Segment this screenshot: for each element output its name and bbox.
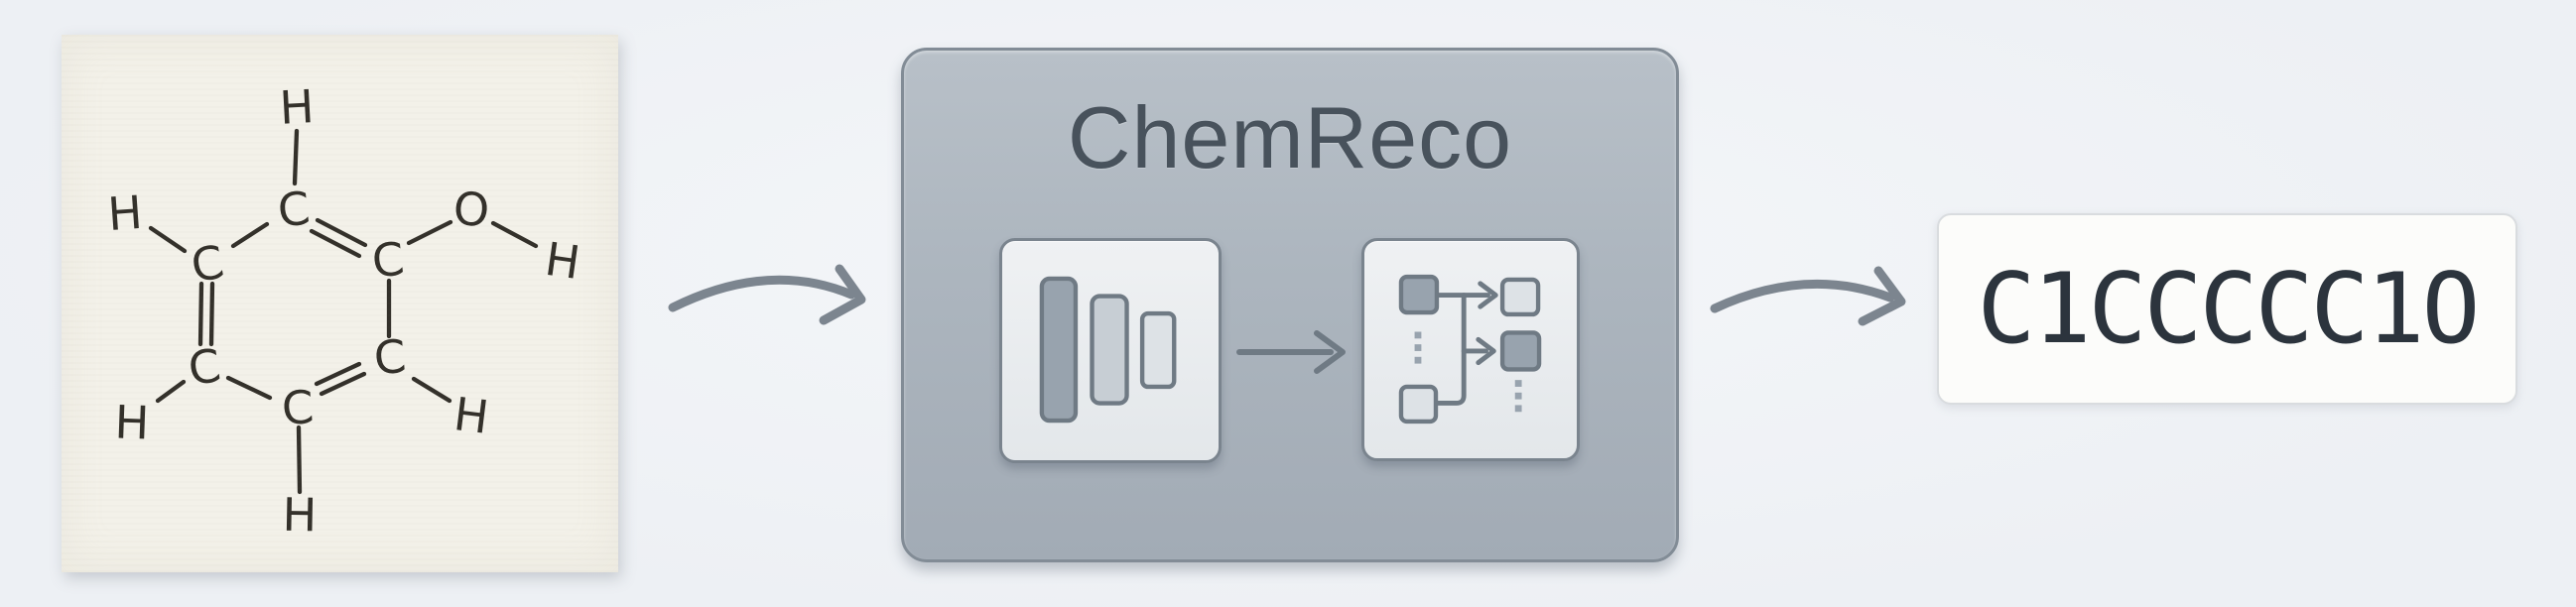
bond-line bbox=[208, 281, 215, 347]
bond-line bbox=[490, 220, 539, 249]
model-title: ChemReco bbox=[1067, 88, 1513, 186]
flow-arrow-input-to-model-icon bbox=[668, 264, 866, 325]
decoder-box bbox=[1361, 238, 1580, 461]
atom-label: H bbox=[282, 488, 318, 543]
atom-label: H bbox=[451, 387, 492, 444]
feature-bars-icon bbox=[1039, 276, 1177, 424]
bond-line bbox=[225, 375, 273, 401]
atom-label: O bbox=[451, 182, 491, 237]
token-graph-icon bbox=[1398, 274, 1542, 425]
bond-line bbox=[309, 228, 362, 259]
atom-label: H bbox=[542, 232, 583, 290]
smiles-output-panel: C1CCCCC1O bbox=[1937, 213, 2517, 405]
atom-label: H bbox=[106, 185, 144, 241]
atom-label: H bbox=[114, 395, 150, 449]
bond-line bbox=[315, 217, 368, 248]
encoder-box bbox=[999, 238, 1222, 463]
bond-line bbox=[411, 376, 452, 404]
bond-line bbox=[197, 281, 204, 347]
bond-line bbox=[406, 219, 453, 246]
bond-line bbox=[292, 128, 300, 186]
atom-label: C bbox=[187, 235, 227, 294]
encoder-to-decoder-arrow-icon bbox=[1236, 330, 1346, 374]
atom-label: C bbox=[185, 338, 223, 396]
model-panel: ChemReco bbox=[901, 48, 1679, 562]
bond-line bbox=[314, 361, 362, 387]
bond-line bbox=[148, 225, 188, 254]
bond-line bbox=[319, 371, 367, 397]
atom-label: C bbox=[275, 181, 313, 237]
atom-label: H bbox=[278, 79, 315, 135]
bond-line bbox=[296, 425, 303, 495]
smiles-output-text: C1CCCCC1O bbox=[1977, 252, 2480, 366]
atom-label: C bbox=[280, 380, 316, 435]
bond-line bbox=[155, 379, 187, 404]
flow-arrow-model-to-output-icon bbox=[1710, 266, 1906, 326]
atom-label: C bbox=[372, 329, 409, 386]
bond-line bbox=[230, 221, 270, 249]
atom-label: C bbox=[369, 231, 407, 288]
